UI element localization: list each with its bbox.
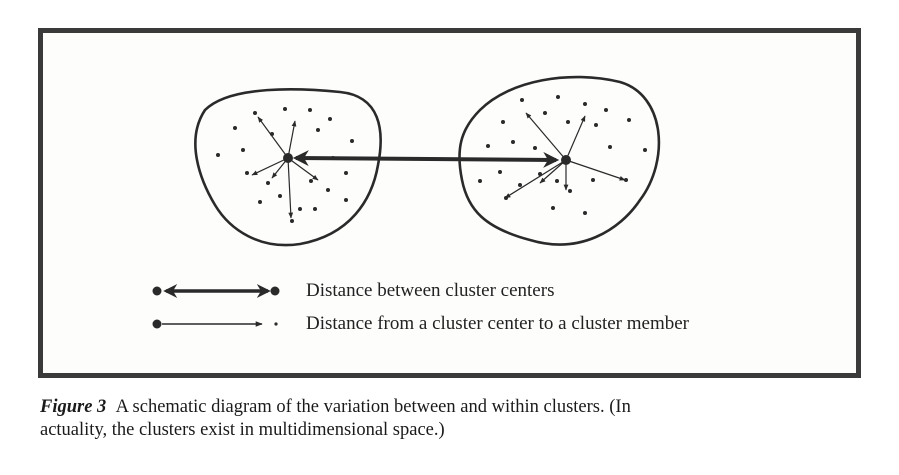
left-cluster-arrows xyxy=(251,116,319,219)
left-cluster-members xyxy=(216,107,354,223)
right-cluster-boundary xyxy=(458,75,661,246)
caption-text-line1: A schematic diagram of the variation bet… xyxy=(115,397,631,417)
figure-caption: Figure 3 A schematic diagram of the vari… xyxy=(40,396,860,442)
caption-label: Figure 3 xyxy=(40,397,107,417)
legend-within-symbol xyxy=(152,319,278,329)
legend-between-label: Distance between cluster centers xyxy=(306,280,555,301)
right-cluster-arrows xyxy=(504,112,626,199)
right-cluster-members xyxy=(478,95,647,215)
left-cluster-boundary xyxy=(194,88,382,247)
between-centers-arrow xyxy=(292,150,560,168)
left-cluster-center xyxy=(283,153,293,163)
legend-within-label: Distance from a cluster center to a clus… xyxy=(306,313,689,334)
right-cluster-center xyxy=(561,155,571,165)
caption-text-line2: actuality, the clusters exist in multidi… xyxy=(40,420,445,440)
legend-between-symbol xyxy=(152,284,280,298)
figure-frame xyxy=(38,28,861,378)
